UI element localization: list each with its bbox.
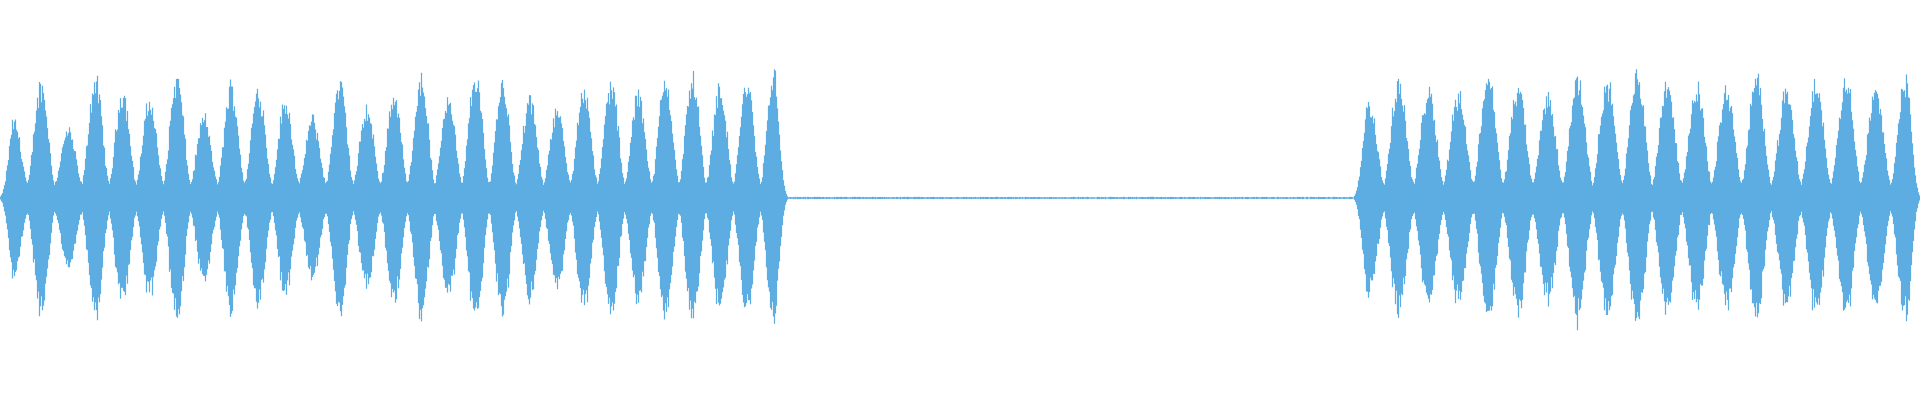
- waveform-bars: [0, 69, 1920, 331]
